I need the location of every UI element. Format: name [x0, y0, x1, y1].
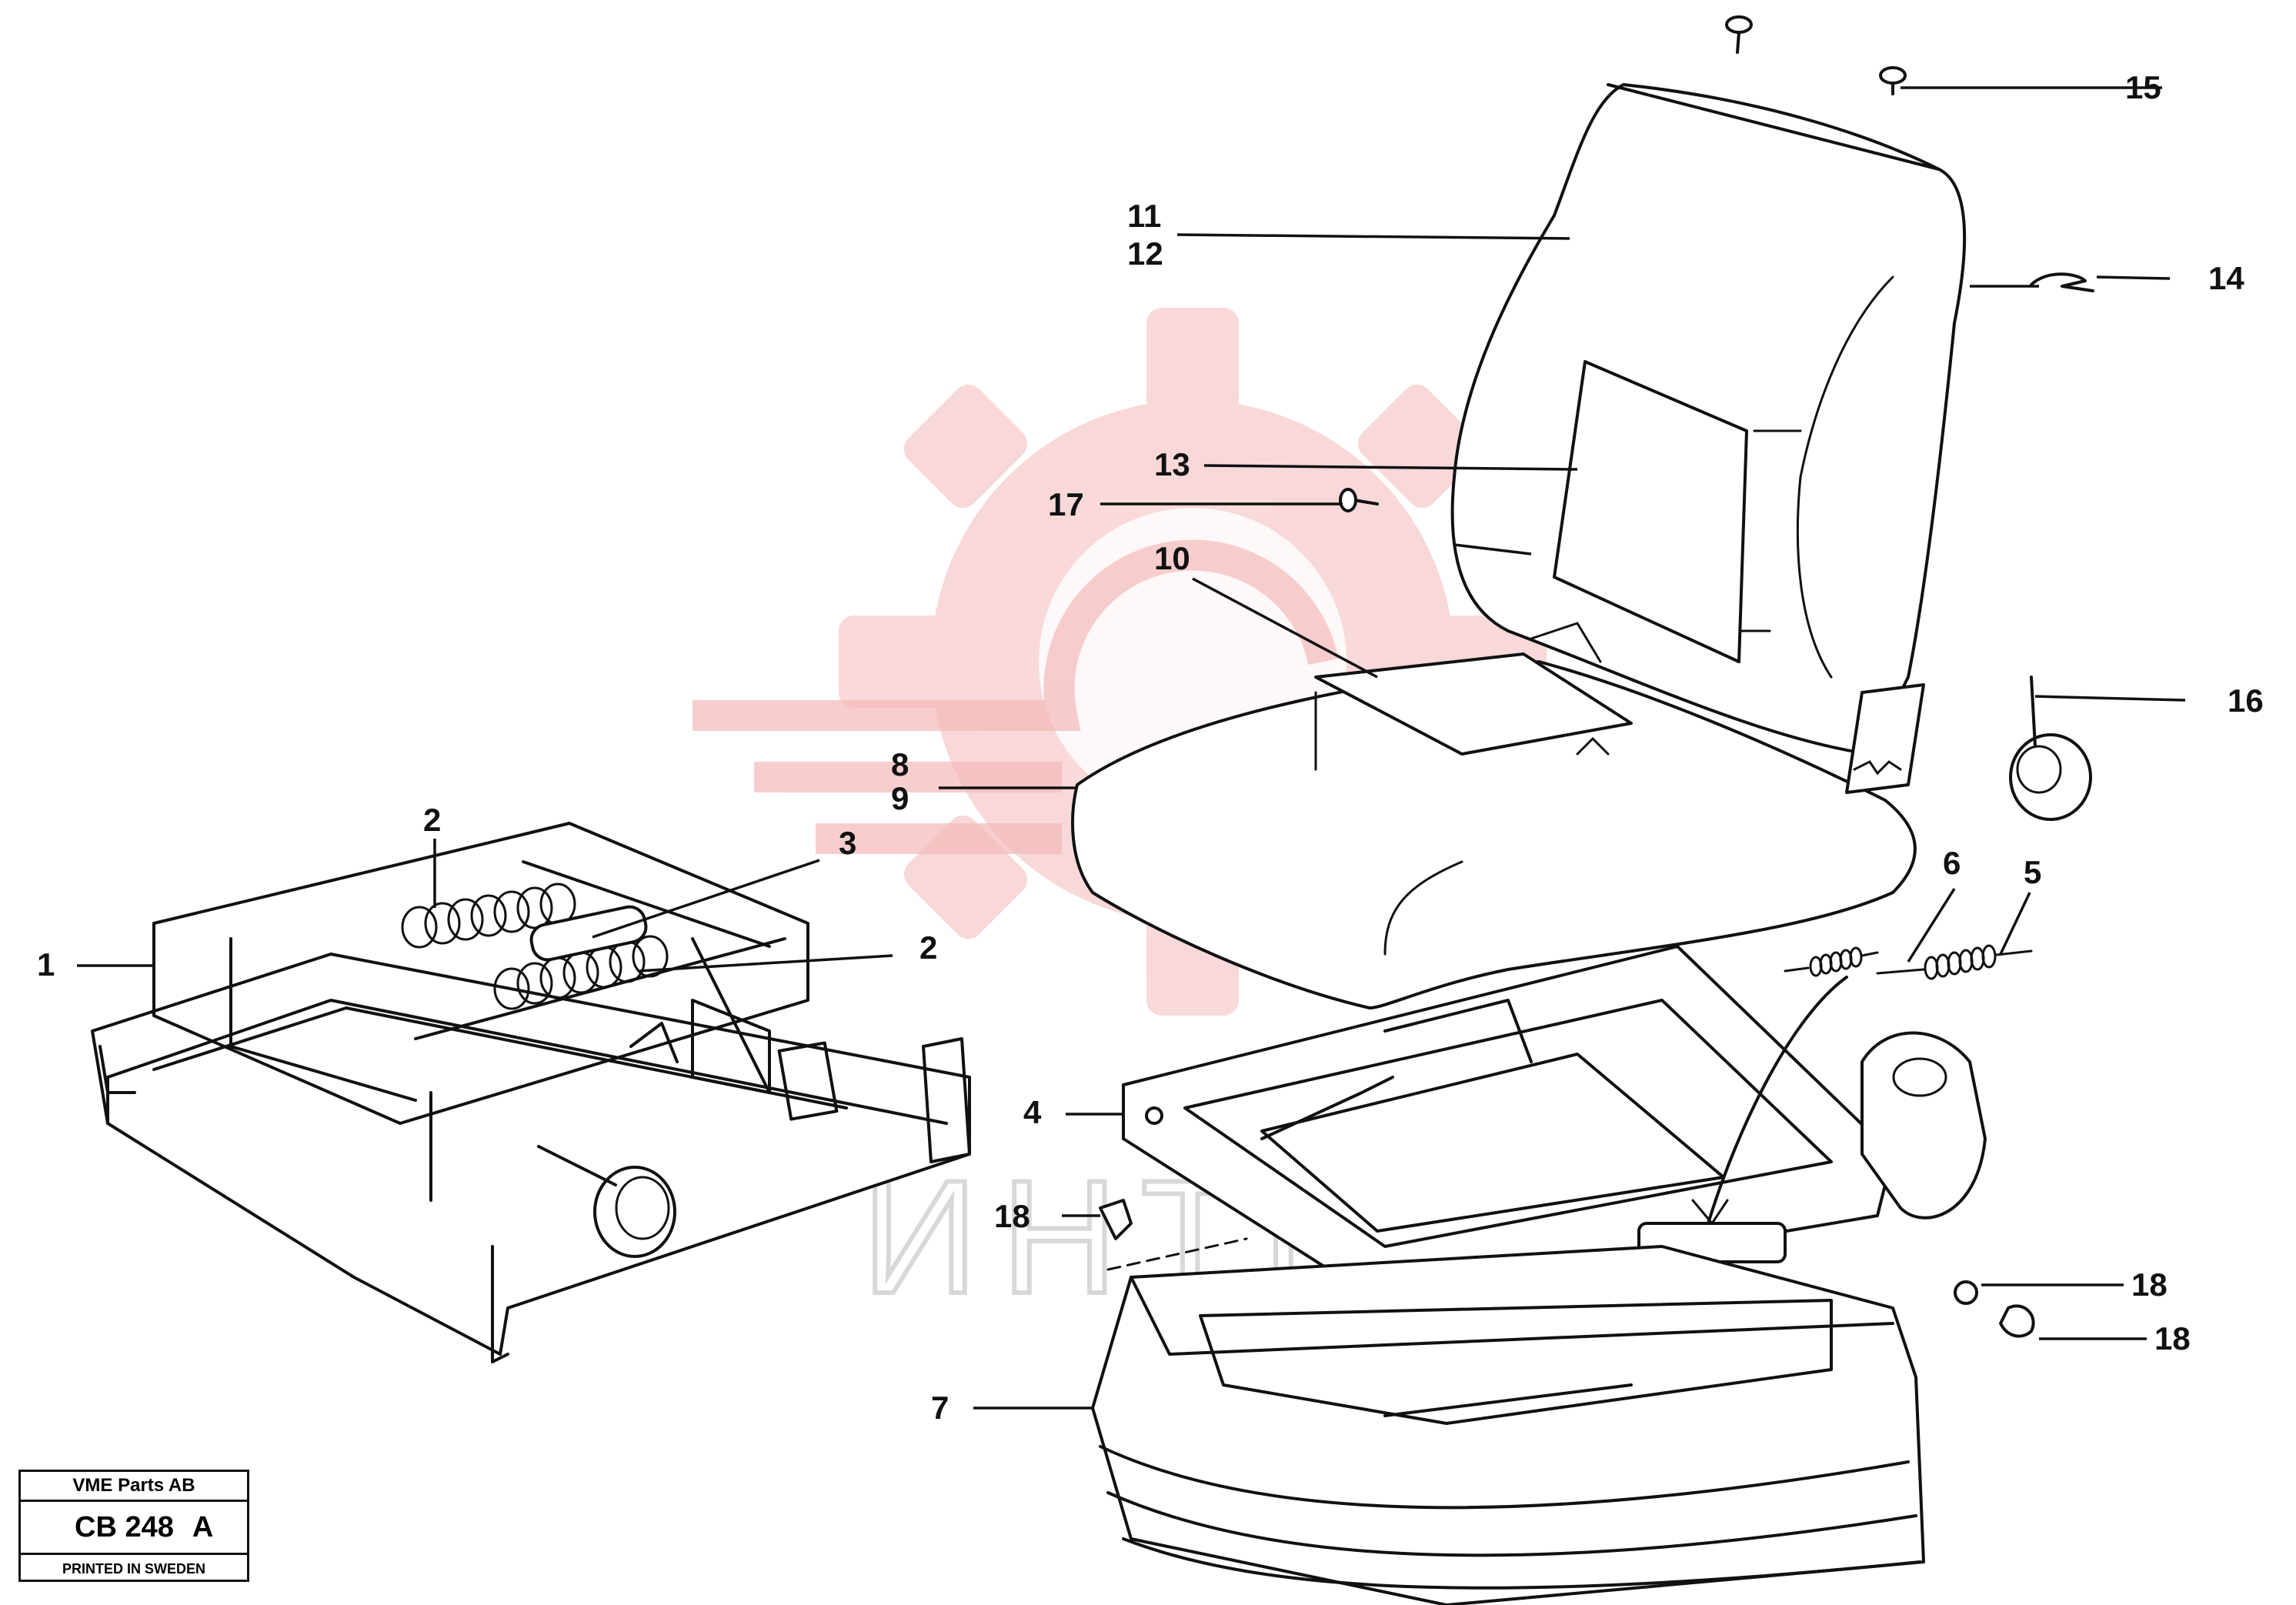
leader-lines [77, 86, 2186, 1410]
callout-16: 16 [2228, 682, 2264, 719]
lumbar-panel [1530, 360, 1748, 663]
suspension-assembly [91, 822, 971, 1363]
knob-part-15 [1725, 15, 1907, 95]
spring-upper [401, 883, 576, 949]
knob-part-16 [2009, 676, 2092, 821]
company-name: VME Parts AB [21, 1472, 247, 1502]
armrest [1860, 1031, 1987, 1220]
clip-part-14 [2030, 272, 2094, 292]
callout-6: 6 [1943, 845, 1961, 881]
callout-10: 10 [1154, 540, 1190, 576]
drawing-number: CB 248 [75, 1511, 174, 1543]
seat-frame [1122, 945, 1987, 1303]
shock-absorber [529, 905, 648, 962]
callout-13: 13 [1154, 446, 1190, 482]
spring-part-6 [1784, 946, 1879, 977]
callout-2-upper: 2 [423, 802, 441, 838]
callout-9: 9 [891, 780, 909, 816]
clip-part-18 [1099, 1199, 2035, 1338]
callout-14: 14 [2208, 260, 2244, 296]
height-adjust-knob [537, 1145, 676, 1258]
spring-part-5 [1876, 944, 2033, 980]
callout-18-right-a: 18 [2131, 1266, 2168, 1303]
callout-12: 12 [1127, 235, 1163, 272]
callout-8: 8 [891, 746, 909, 782]
callout-18-left: 18 [994, 1198, 1030, 1234]
callout-3: 3 [839, 825, 856, 861]
bolt-part-17 [1339, 488, 1379, 512]
callout-15: 15 [2125, 69, 2161, 105]
bellows-base [1091, 1237, 1925, 1605]
callout-4: 4 [1023, 1094, 1042, 1130]
callout-1: 1 [37, 946, 55, 983]
callout-18-right-b: 18 [2154, 1320, 2191, 1356]
callout-11: 11 [1127, 198, 1161, 234]
seat-cover-panel [1314, 652, 1633, 756]
drawing-revision: A [192, 1511, 214, 1543]
callout-2-lower: 2 [919, 929, 937, 966]
drawing-number-row: CB 248 A [21, 1502, 247, 1555]
title-block: VME Parts AB CB 248 A PRINTED IN SWEDEN [18, 1470, 249, 1582]
callout-labels: 1 2 2 3 4 5 6 7 8 9 10 11 12 13 14 15 16… [37, 69, 2264, 1426]
callout-17: 17 [1048, 486, 1084, 522]
callout-7: 7 [931, 1390, 949, 1426]
callout-5: 5 [2024, 854, 2041, 890]
printed-note: PRINTED IN SWEDEN [62, 1561, 205, 1577]
